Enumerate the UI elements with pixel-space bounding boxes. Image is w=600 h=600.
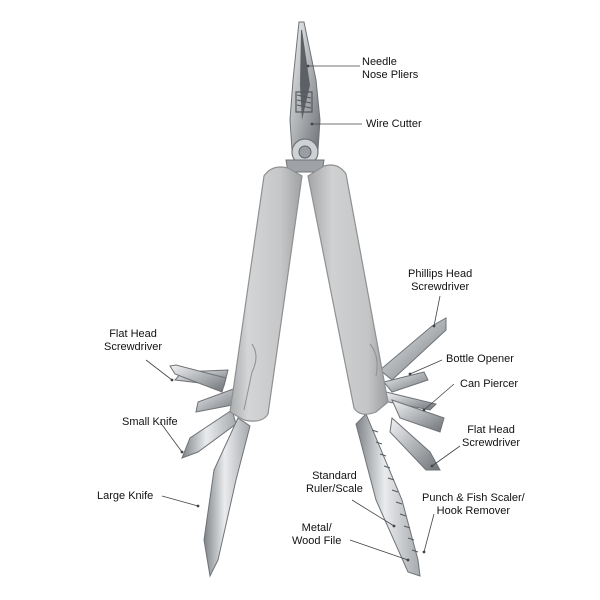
label-small-knife: Small Knife [122, 416, 178, 428]
left-blades [169, 364, 251, 578]
pliers-head [285, 21, 325, 173]
label-can-piercer: Can Piercer [460, 378, 519, 390]
label-bottle-opener: Bottle Opener [446, 353, 514, 365]
leader-lines [145, 65, 461, 561]
right-blades [355, 317, 447, 577]
label-metal-wood-file: Metal/ Wood File [292, 522, 342, 547]
label-phillips-head-screwdriver: Phillips Head Screwdriver [408, 268, 473, 293]
label-needle-nose-pliers: Needle Nose Pliers [362, 56, 419, 81]
label-standard-ruler-scale: Standard Ruler/Scale [306, 470, 363, 495]
left-handle [229, 166, 303, 422]
label-punch-fish-scaler-hook-remover: Punch & Fish Scaler/ Hook Remover [422, 492, 525, 517]
right-handle [307, 164, 389, 415]
label-flat-head-screwdriver-right: Flat Head Screwdriver [462, 424, 521, 449]
leader-dots [170, 64, 436, 562]
label-wire-cutter: Wire Cutter [366, 118, 422, 130]
label-flat-head-screwdriver-left: Flat Head Screwdriver [104, 328, 163, 353]
label-large-knife: Large Knife [97, 490, 154, 502]
